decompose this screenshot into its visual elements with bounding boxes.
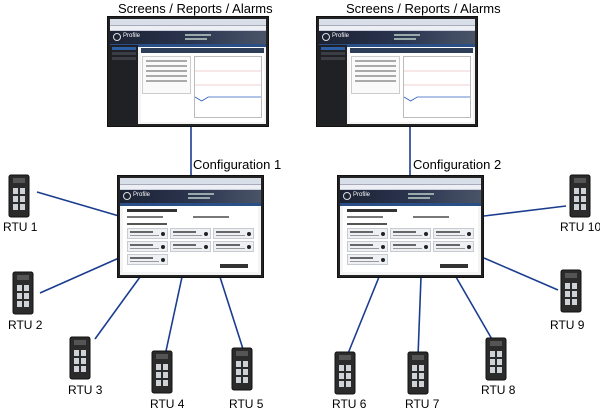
rtu-device-1: [8, 174, 30, 218]
link-rtu10: [483, 205, 567, 217]
logo-text: Profile: [123, 33, 141, 39]
rtu-label: RTU 3: [68, 383, 103, 397]
logo-text: Profile: [332, 33, 350, 39]
rtu-device-6: [334, 351, 356, 395]
link-rtu1: [36, 191, 120, 217]
rtu-device-2: [12, 271, 34, 315]
rtu-label: RTU 8: [481, 383, 516, 397]
rtu-device-4: [151, 350, 173, 394]
config-screen-1: Profile: [117, 175, 264, 278]
rtu-label: RTU 7: [405, 397, 440, 411]
rtu-label: RTU 2: [8, 318, 43, 332]
rtu-label: RTU 4: [150, 397, 185, 411]
rtu-device-9: [560, 269, 582, 313]
rtu-label: RTU 9: [550, 318, 585, 332]
rtu-device-5: [231, 347, 253, 391]
link-rtu6: [346, 276, 380, 357]
logo-text: Profile: [353, 192, 371, 198]
link-rtu5: [219, 276, 244, 350]
reports-screen-left: Profile: [107, 16, 269, 127]
link-rtu3: [94, 276, 141, 340]
rtu-device-10: [569, 174, 591, 218]
rtu-label: RTU 5: [229, 397, 264, 411]
rtu-label: RTU 10: [560, 220, 600, 234]
link-rtu4: [165, 276, 183, 352]
rtu-device-7: [407, 351, 429, 395]
logo-text: Profile: [133, 192, 151, 198]
config-2-label: Configuration 2: [413, 157, 502, 172]
config-1-label: Configuration 1: [193, 157, 282, 172]
link-rtu7: [417, 276, 422, 357]
link-rtu8: [455, 276, 494, 342]
link-rtu2: [39, 257, 120, 294]
link-rtu9: [483, 257, 559, 291]
rtu-label: RTU 6: [332, 397, 367, 411]
rtu-label: RTU 1: [3, 220, 38, 234]
reports-screen-right: Profile: [316, 16, 478, 127]
top-left-label: Screens / Reports / Alarms: [118, 1, 273, 16]
top-right-label: Screens / Reports / Alarms: [346, 1, 501, 16]
rtu-device-3: [69, 336, 91, 380]
rtu-device-8: [485, 337, 507, 381]
config-screen-2: Profile: [337, 175, 484, 278]
